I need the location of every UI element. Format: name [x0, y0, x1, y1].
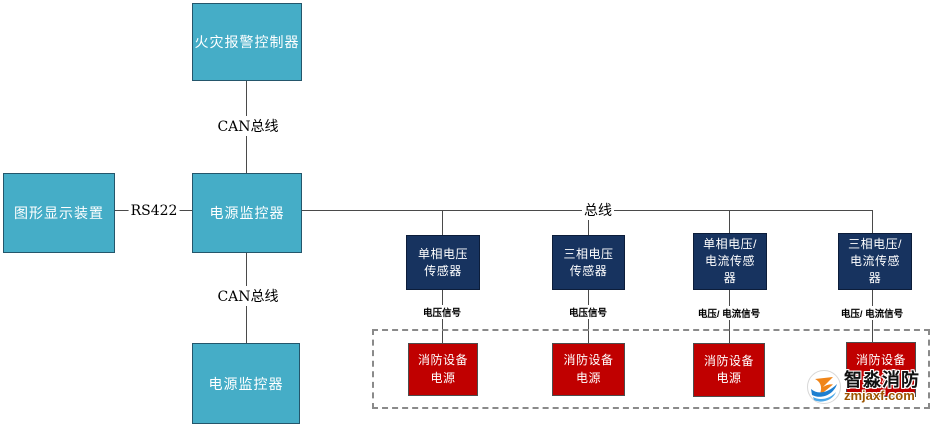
label-can-bus-bottom: CAN总线	[215, 286, 281, 306]
node-sensor-single-phase-voltage-current: 单相电压/ 电流传感 器	[693, 233, 767, 290]
node-power-monitor-bottom: 电源监控器	[192, 343, 300, 424]
label-signal-1: 电压信号	[420, 305, 464, 319]
node-fire-alarm-controller: 火灾报警控制器	[192, 3, 302, 81]
node-psu-4: 消防设备 电源	[846, 342, 916, 397]
psu-group-boundary	[372, 329, 930, 409]
node-graphic-display-device: 图形显示装置	[3, 173, 115, 253]
watermark: 智淼消防 zmjaxf.com	[806, 368, 920, 406]
label-bus: 总线	[582, 200, 614, 220]
node-psu-2: 消防设备 电源	[552, 343, 625, 396]
connector-bus-drop-4	[872, 210, 873, 233]
connector-bus-drop-2	[588, 210, 589, 235]
node-power-monitor-top: 电源监控器	[192, 173, 302, 253]
node-sensor-three-phase-voltage-current: 三相电压/ 电流传感 器	[838, 233, 912, 290]
watermark-logo-icon	[806, 368, 842, 406]
watermark-brand-text: 智淼消防	[844, 370, 920, 391]
label-signal-2: 电压信号	[566, 305, 610, 319]
node-psu-1: 消防设备 电源	[408, 343, 478, 396]
node-sensor-three-phase-voltage: 三相电压 传感器	[552, 235, 625, 290]
connector-bus-drop-3	[729, 210, 730, 233]
label-rs422: RS422	[128, 203, 180, 219]
node-sensor-single-phase-voltage: 单相电压 传感器	[406, 235, 480, 290]
label-signal-4: 电压/ 电流信号	[838, 306, 906, 320]
label-can-bus-top: CAN总线	[215, 116, 281, 136]
watermark-domain-text: zmjaxf.com	[844, 388, 915, 404]
label-signal-3: 电压/ 电流信号	[695, 306, 763, 320]
connector-bus-drop-1	[442, 210, 443, 235]
node-psu-3: 消防设备 电源	[693, 343, 765, 397]
